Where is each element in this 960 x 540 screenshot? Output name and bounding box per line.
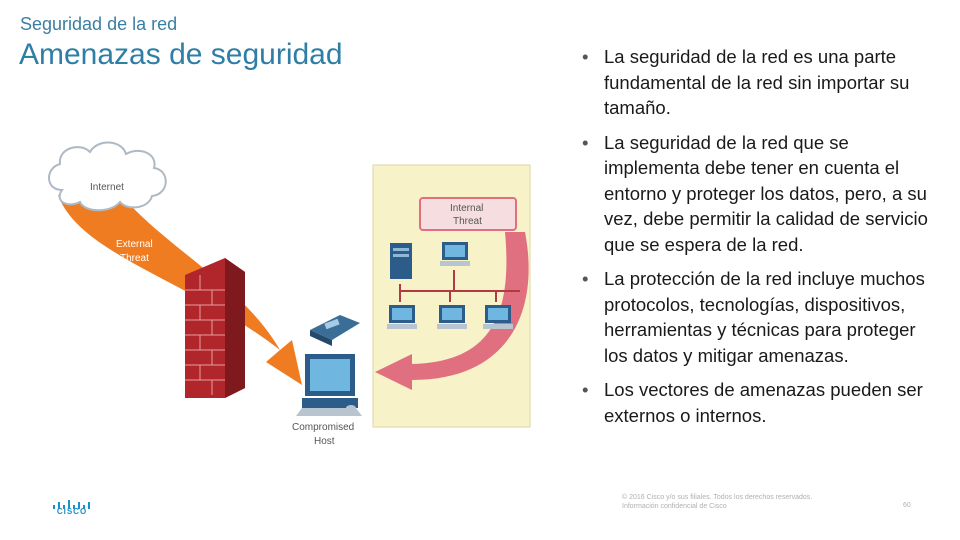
bullet-item: • Los vectores de amenazas pueden ser ext…	[578, 377, 930, 428]
lan-bus	[399, 270, 520, 302]
footer-copyright-line1: © 2016 Cisco y/o sus filiales. Todos los…	[622, 494, 813, 501]
page-number: 60	[903, 502, 911, 509]
computer-icon	[437, 305, 467, 329]
cisco-logo-icon	[53, 500, 90, 509]
cloud-label: Internet	[90, 182, 124, 193]
external-threat-label-line1: External	[116, 239, 153, 250]
server-icon	[390, 243, 412, 279]
bullet-item: • La protección de la red incluye muchos …	[578, 266, 930, 368]
bullet-item: • La seguridad de la red que se implement…	[578, 130, 930, 258]
bullet-list: • La seguridad de la red es una parte fun…	[578, 44, 930, 437]
internal-threat-label-line2: Threat	[453, 216, 482, 227]
bullet-dot: •	[582, 379, 589, 400]
workstation-icon	[296, 354, 362, 416]
computer-icon	[483, 305, 513, 329]
computer-icon	[440, 242, 470, 266]
bullet-dot: •	[582, 46, 589, 67]
computer-icon	[387, 305, 417, 329]
bullet-dot: •	[582, 131, 589, 153]
internal-threat-label-line1: Internal	[450, 203, 483, 214]
bullet-dot: •	[582, 268, 589, 289]
host-label-line1: Compromised	[292, 422, 354, 433]
bullet-item: • La seguridad de la red es una parte fun…	[578, 44, 930, 121]
bullet-text: La seguridad de la red es una parte fund…	[604, 46, 910, 118]
ip-phone-icon	[310, 315, 360, 346]
internal-threat-arrow	[375, 232, 529, 390]
cisco-logo-text: CISCO	[56, 507, 88, 516]
external-threat-arrow	[58, 180, 302, 385]
firewall-icon	[185, 258, 245, 398]
cloud-icon	[48, 141, 167, 212]
section-supertitle: Seguridad de la red	[20, 14, 178, 34]
bullet-text: La seguridad de la red que se implementa…	[604, 131, 928, 255]
bullet-text: Los vectores de amenazas pueden ser exte…	[604, 379, 923, 426]
slide-title: Amenazas de seguridad	[19, 38, 343, 71]
footer-copyright-line2: Información confidencial de Cisco	[622, 503, 727, 510]
bullet-text: La protección de la red incluye muchos p…	[604, 268, 925, 366]
host-label-line2: Host	[314, 436, 335, 447]
footer-copyright: © 2016 Cisco y/o sus filiales. Todos los…	[622, 493, 812, 511]
external-threat-label-line2: Threat	[120, 253, 149, 264]
internal-threat-box	[419, 197, 517, 231]
threat-diagram: Internet External Threat Internal Threat	[48, 141, 531, 447]
